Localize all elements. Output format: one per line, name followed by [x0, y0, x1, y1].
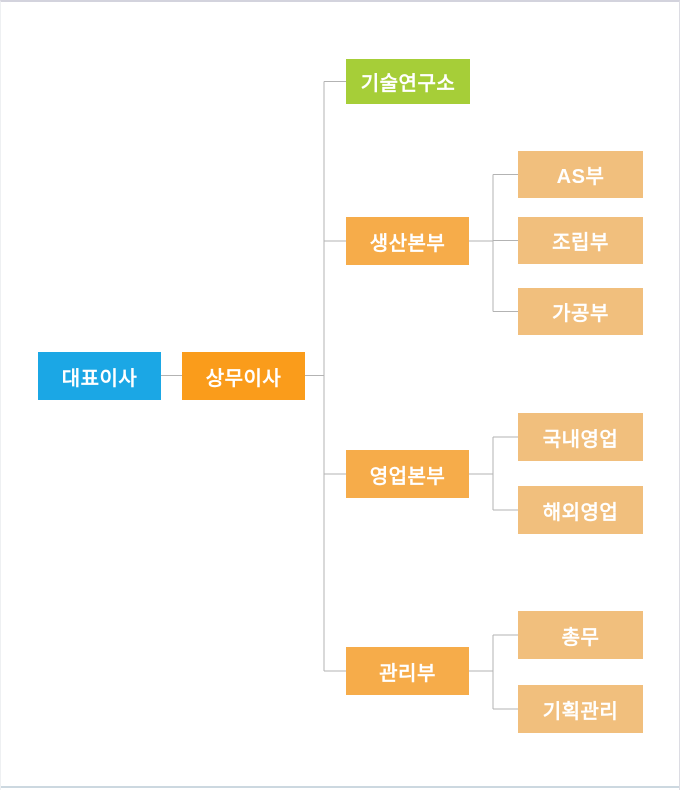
node-general-affairs: 총무 [518, 611, 643, 659]
node-overseas-sales: 해외영업 [518, 486, 643, 534]
node-sales-division-label: 영업본부 [369, 465, 446, 488]
node-planning-management-label: 기획관리 [542, 700, 619, 723]
node-ceo: 대표이사 [38, 352, 161, 400]
node-managing-director: 상무이사 [182, 352, 305, 400]
node-tech-research-institute-label: 기술연구소 [360, 73, 456, 95]
node-production-division: 생산본부 [346, 217, 469, 265]
node-production-division-label: 생산본부 [369, 232, 446, 255]
bottom-border-line [1, 786, 679, 788]
node-management-department-label: 관리부 [379, 662, 436, 685]
node-processing-department-label: 가공부 [552, 303, 609, 325]
node-assembly-department: 조립부 [518, 217, 643, 264]
node-general-affairs-label: 총무 [561, 626, 600, 649]
node-domestic-sales: 국내영업 [518, 413, 643, 461]
node-overseas-sales-label: 해외영업 [542, 501, 619, 524]
node-ceo-label: 대표이사 [61, 367, 138, 390]
node-managing-director-label: 상무이사 [205, 367, 282, 390]
node-planning-management: 기획관리 [518, 685, 643, 733]
node-domestic-sales-label: 국내영업 [542, 428, 619, 451]
node-as-department: AS부 [518, 151, 643, 198]
node-as-department-label: AS부 [556, 166, 605, 188]
node-sales-division: 영업본부 [346, 450, 469, 498]
node-management-department: 관리부 [346, 647, 469, 695]
node-processing-department: 가공부 [518, 288, 643, 335]
node-assembly-department-label: 조립부 [552, 232, 609, 254]
node-tech-research-institute: 기술연구소 [346, 59, 470, 104]
